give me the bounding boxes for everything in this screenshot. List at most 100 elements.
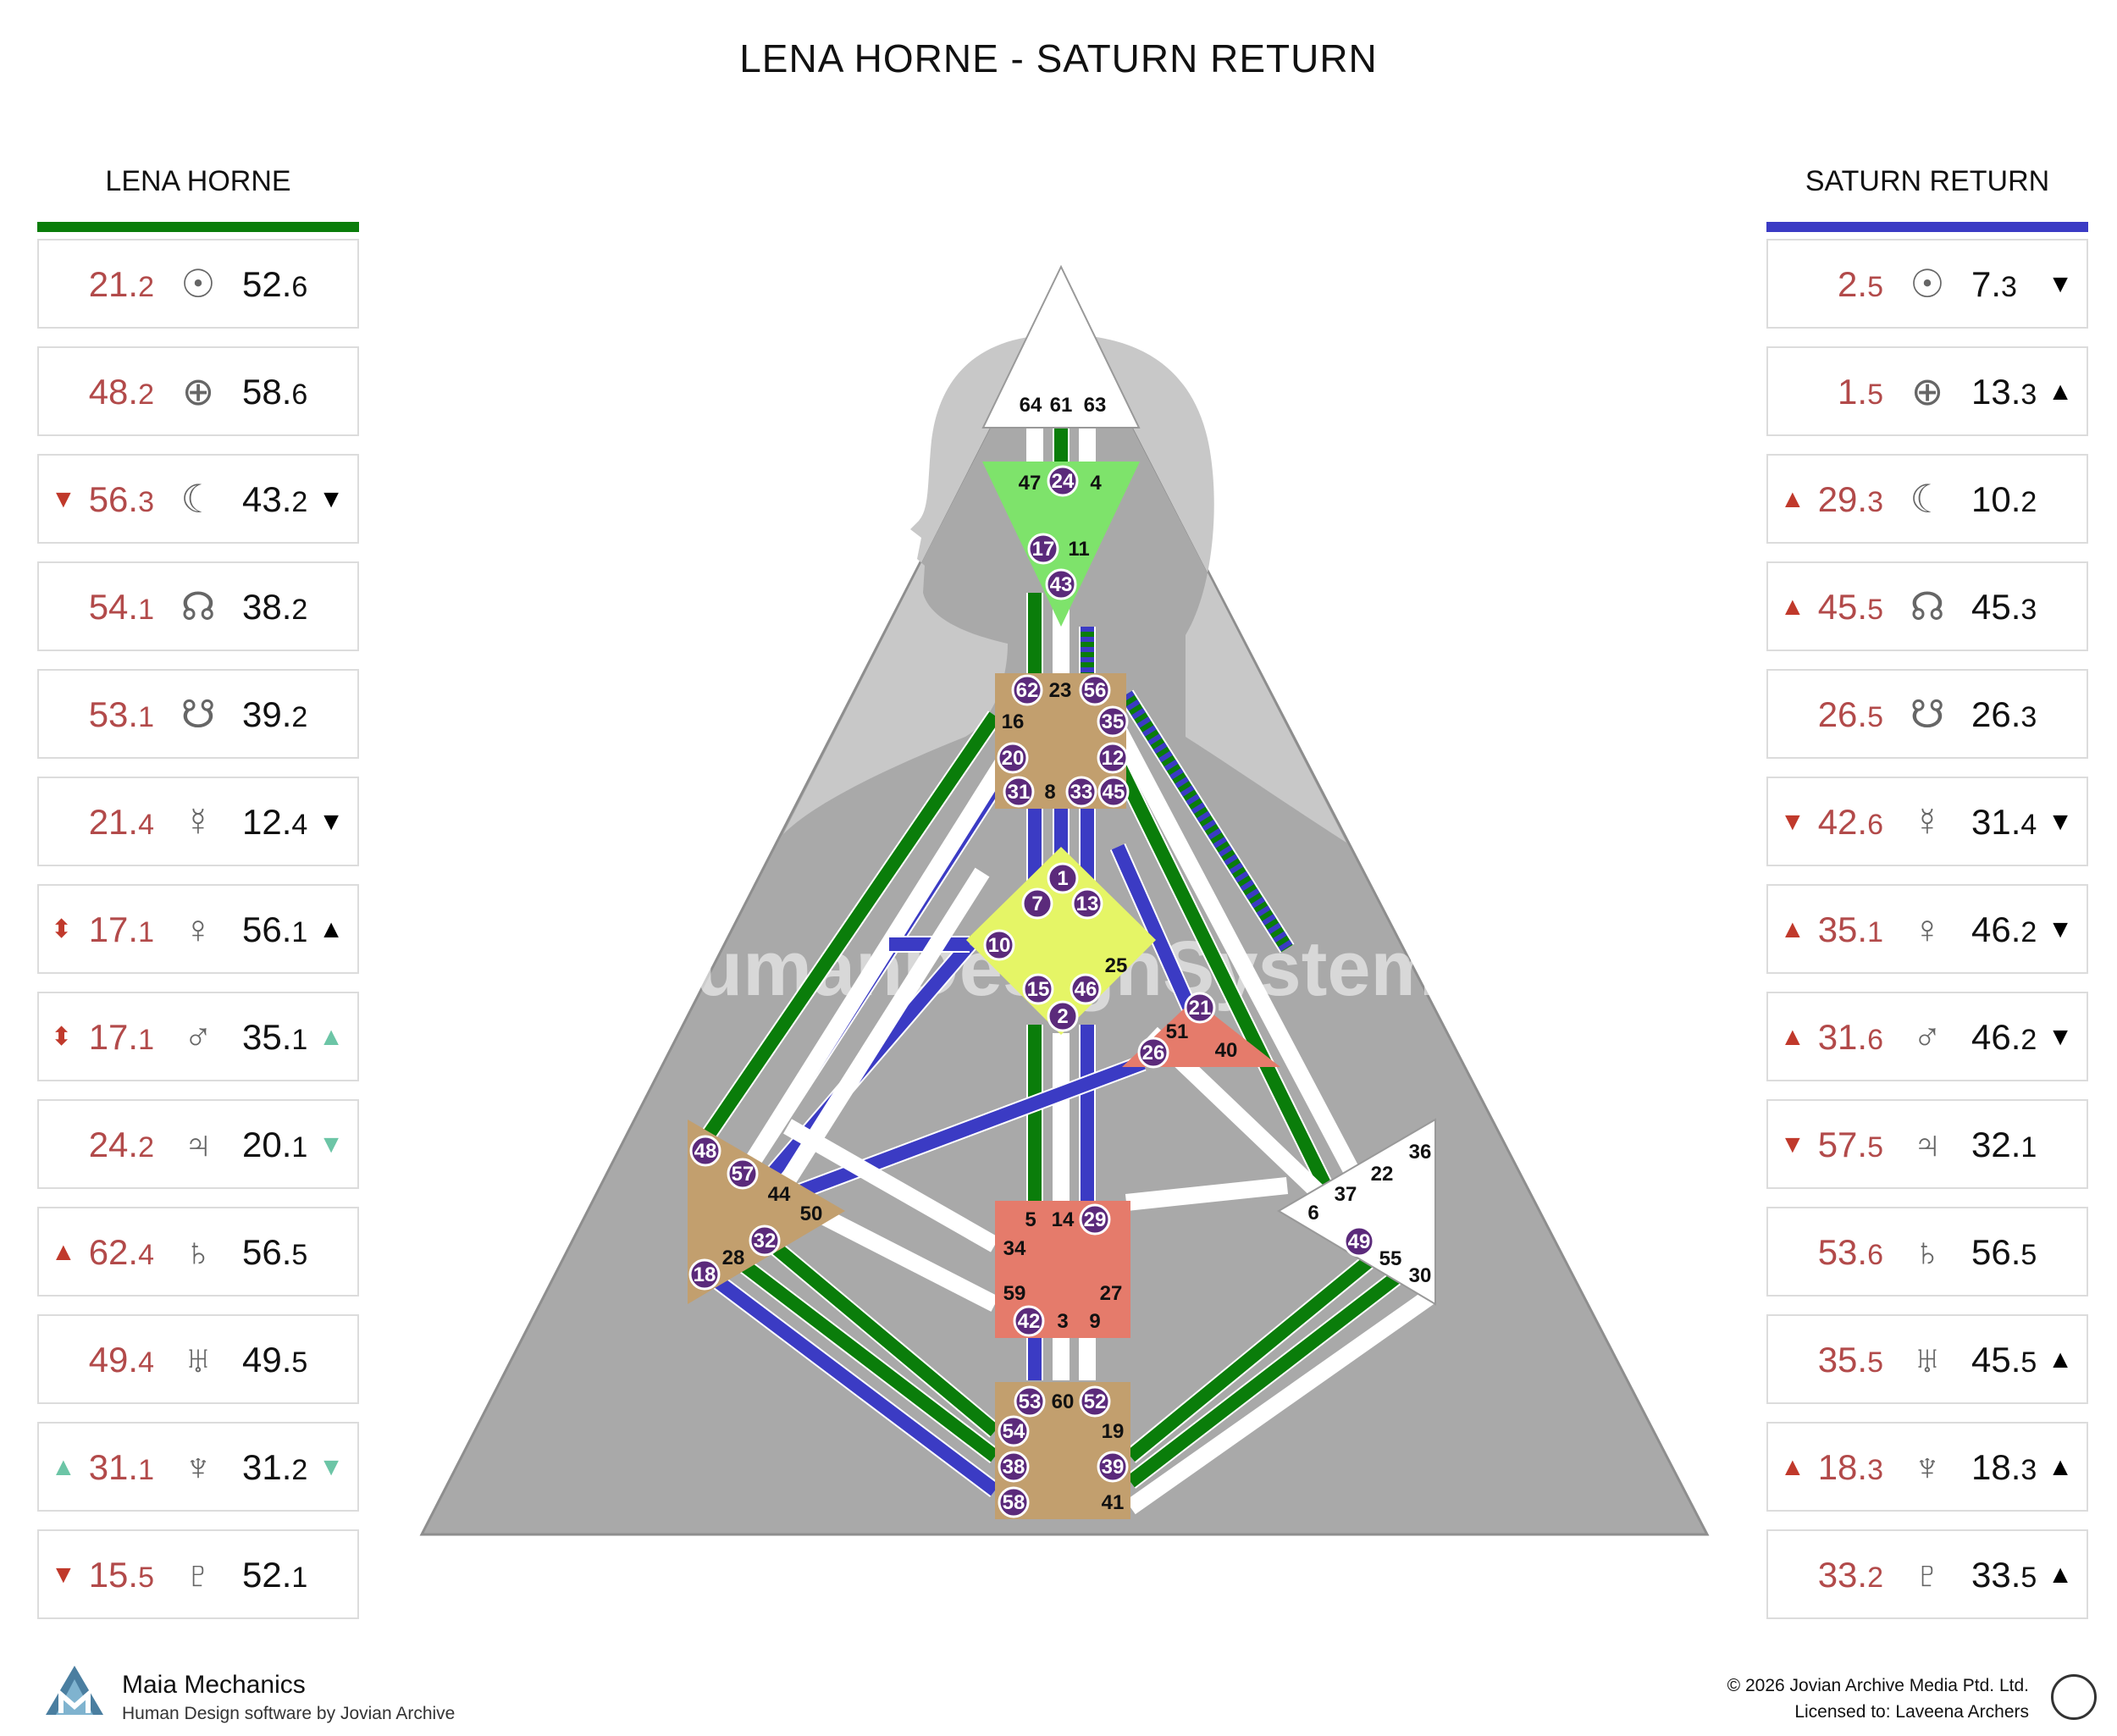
mars-icon: ♂ xyxy=(183,1015,213,1059)
gate-number: 18. xyxy=(1971,1447,2021,1487)
gate-number: 56. xyxy=(242,1232,292,1272)
left-planet-row-sun: 21.2☉52.6 xyxy=(37,239,359,329)
right-column-bar xyxy=(1766,222,2088,232)
g-center xyxy=(966,847,1156,1035)
right-activation-arrow: ▲ xyxy=(2048,1453,2073,1481)
gate-number: 56. xyxy=(88,479,139,519)
gate-8: 8 xyxy=(1044,781,1055,804)
line-number: 5 xyxy=(2020,1239,2037,1271)
right-planet-row-moon: ▲29.3☾10.2 xyxy=(1766,454,2088,544)
gate-35-active: 35 xyxy=(1097,705,1129,738)
gate-number: 33. xyxy=(1971,1555,2021,1595)
gate-number: 46. xyxy=(1971,909,2021,949)
gate-number: 18. xyxy=(1817,1447,1868,1487)
channel-50-27 xyxy=(809,1203,999,1312)
svg-text:30: 30 xyxy=(1409,1264,1432,1287)
right-planet-row-uranus: 35.5♅45.5▲ xyxy=(1766,1314,2088,1404)
gate-number: 26. xyxy=(1971,694,2021,734)
copyright-text: © 2026 Jovian Archive Media Ptd. Ltd. xyxy=(1727,1676,2029,1695)
left-planet-row-mercury: 21.4☿12.4▼ xyxy=(37,777,359,866)
gate-12-active: 12 xyxy=(1097,742,1129,774)
svg-text:46: 46 xyxy=(1075,978,1097,1001)
line-number: 1 xyxy=(138,701,154,733)
gate-42-active: 42 xyxy=(1013,1305,1045,1337)
left-planet-row-venus: ⬍17.1♀56.1▲ xyxy=(37,884,359,974)
personality-gate-value: 49.5 xyxy=(242,1336,307,1386)
design-gate-value: 29.3 xyxy=(1818,476,1883,526)
svg-text:17: 17 xyxy=(1032,538,1055,561)
line-number: 5 xyxy=(291,1239,308,1271)
line-number: 3 xyxy=(2001,271,2017,303)
line-number: 2 xyxy=(291,594,308,626)
right-planet-row-mercury: ▼42.6☿31.4▼ xyxy=(1766,777,2088,866)
design-gate-value: 31.6 xyxy=(1818,1014,1883,1064)
line-number: 5 xyxy=(1867,271,1883,303)
line-number: 3 xyxy=(1867,486,1883,518)
svg-text:44: 44 xyxy=(768,1183,791,1206)
left-activation-arrow: ▼ xyxy=(1780,808,1805,836)
gate-number: 20. xyxy=(242,1125,292,1164)
personality-gate-value: 58.6 xyxy=(242,368,307,418)
line-number: 1 xyxy=(138,1454,154,1486)
gate-36: 36 xyxy=(1409,1141,1432,1164)
gate-24-active: 24 xyxy=(1047,465,1079,497)
gate-2-active: 2 xyxy=(1047,1000,1079,1032)
gate-39-active: 39 xyxy=(1097,1451,1129,1483)
moon-icon: ☾ xyxy=(180,477,216,521)
left-activation-arrow: ▲ xyxy=(51,1238,76,1266)
left-planet-row-pluto: ▼15.5♇52.1 xyxy=(37,1529,359,1619)
gate-63: 63 xyxy=(1084,394,1107,417)
personality-gate-value: 45.5 xyxy=(1971,1336,2037,1386)
gate-number: 35. xyxy=(1817,1340,1868,1379)
head-silhouette xyxy=(783,288,1346,843)
svg-text:7: 7 xyxy=(1031,893,1042,915)
personality-gate-value: 52.1 xyxy=(242,1551,307,1601)
gate-54-active: 54 xyxy=(998,1415,1030,1447)
gate-number: 31. xyxy=(1971,802,2021,842)
left-planet-row-jupiter: 24.2♃20.1▼ xyxy=(37,1099,359,1189)
brand-block: Maia Mechanics Human Design software by … xyxy=(44,1664,455,1723)
right-planet-row-earth: 1.5⊕13.3▲ xyxy=(1766,346,2088,436)
left-activation-arrow: ▼ xyxy=(1780,1131,1805,1158)
design-gate-value: 21.2 xyxy=(89,261,154,311)
svg-text:12: 12 xyxy=(1102,747,1125,770)
personality-gate-value: 32.1 xyxy=(1971,1121,2037,1171)
gate-number: 31. xyxy=(1817,1017,1868,1057)
line-number: 5 xyxy=(1867,594,1883,626)
gate-55: 55 xyxy=(1379,1247,1402,1270)
brand-name: Maia Mechanics xyxy=(122,1671,306,1699)
line-number: 5 xyxy=(1867,701,1883,733)
svg-text:54: 54 xyxy=(1003,1420,1025,1443)
svg-text:9: 9 xyxy=(1089,1310,1100,1333)
channel-20-34 xyxy=(738,723,1032,1178)
right-planet-row-mars: ▲31.6♂46.2▼ xyxy=(1766,992,2088,1081)
personality-gate-value: 39.2 xyxy=(242,691,307,741)
personality-gate-value: 56.5 xyxy=(1971,1229,2037,1279)
svg-text:61: 61 xyxy=(1050,394,1073,417)
gate-number: 52. xyxy=(242,264,292,304)
line-number: 2 xyxy=(138,379,154,411)
line-number: 2 xyxy=(1867,1562,1883,1594)
svg-text:62: 62 xyxy=(1016,679,1039,702)
head-center xyxy=(981,264,1141,428)
line-number: 5 xyxy=(1867,1346,1883,1379)
gate-number: 62. xyxy=(88,1232,139,1272)
saturn-icon: ♄ xyxy=(183,1230,213,1274)
gate-number: 54. xyxy=(88,587,139,627)
design-gate-value: 48.2 xyxy=(89,368,154,418)
left-planet-row-earth: 48.2⊕58.6 xyxy=(37,346,359,436)
right-activation-arrow: ▼ xyxy=(318,808,344,836)
design-gate-value: 18.3 xyxy=(1818,1444,1883,1494)
line-number: 2 xyxy=(138,271,154,303)
svg-text:25: 25 xyxy=(1105,954,1128,977)
svg-text:55: 55 xyxy=(1379,1247,1402,1270)
gate-number: 17. xyxy=(88,1017,139,1057)
gate-number: 7. xyxy=(1971,264,2002,304)
gate-number: 57. xyxy=(1817,1125,1868,1164)
jupiter-icon: ♃ xyxy=(1912,1122,1943,1166)
svg-text:52: 52 xyxy=(1084,1390,1107,1413)
personality-gate-value: 45.3 xyxy=(1971,583,2037,633)
design-gate-value: 15.5 xyxy=(89,1551,154,1601)
svg-text:23: 23 xyxy=(1049,679,1072,702)
left-activation-arrow: ▲ xyxy=(1780,593,1805,621)
